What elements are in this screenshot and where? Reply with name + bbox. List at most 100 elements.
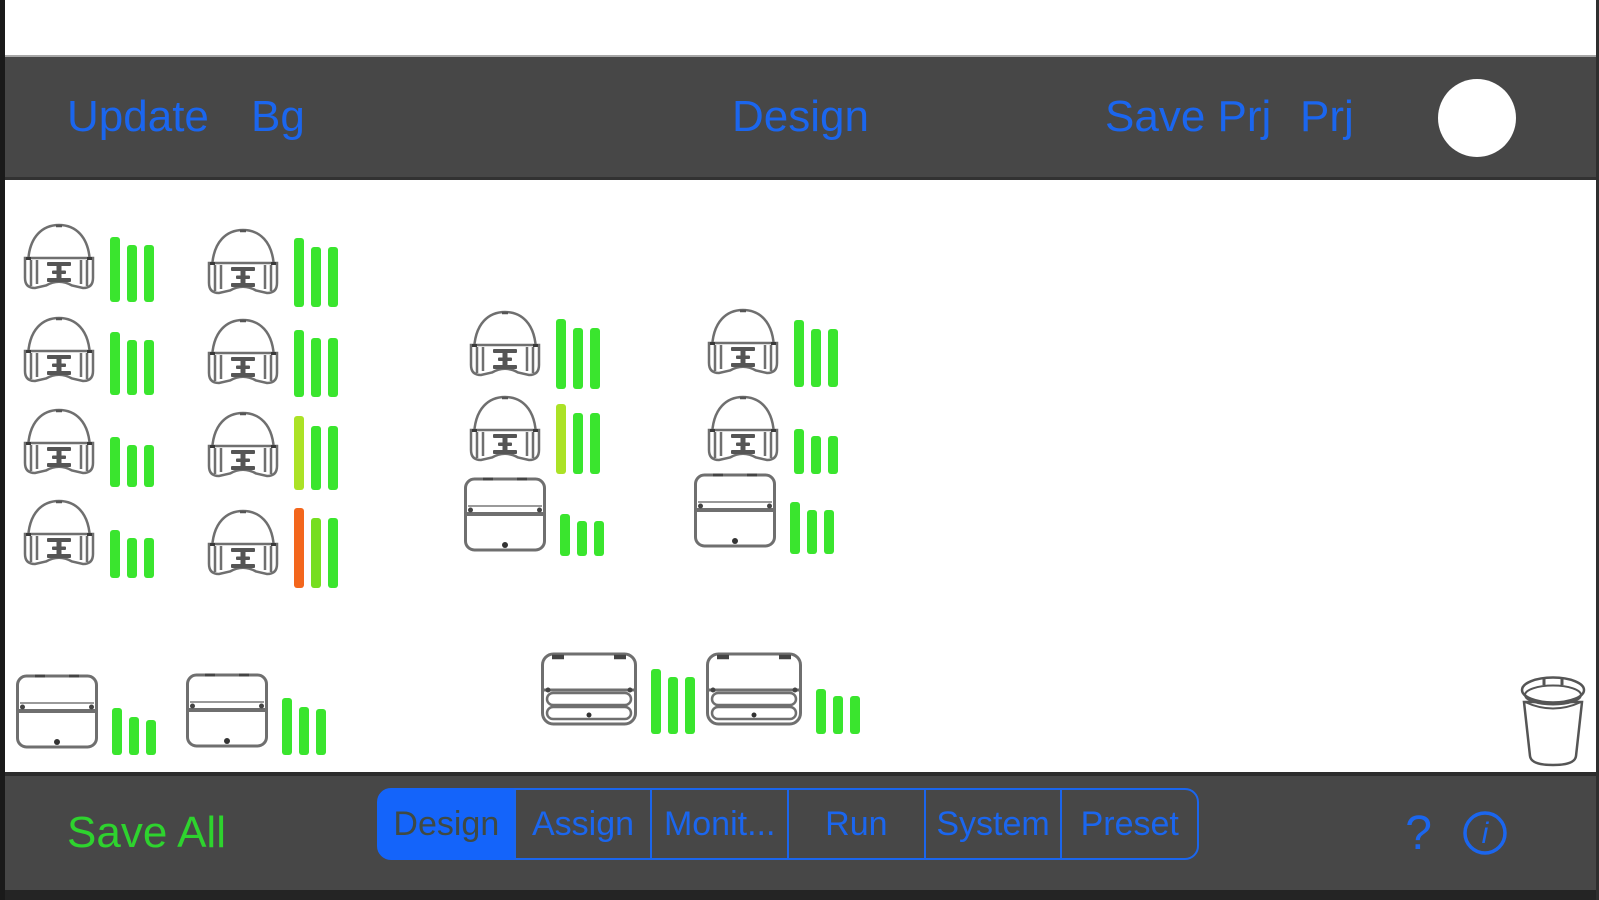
signal-bar <box>146 720 156 755</box>
device-robot[interactable] <box>21 498 154 578</box>
robot-icon <box>467 394 543 466</box>
signal-bar <box>282 698 292 755</box>
signal-bar <box>560 514 570 556</box>
tab-system[interactable]: System <box>923 788 1063 860</box>
signal-bar <box>127 445 137 487</box>
signal-bars <box>110 530 154 578</box>
signal-bar <box>790 502 800 554</box>
device-robot[interactable] <box>467 309 600 389</box>
signal-bars <box>556 319 600 389</box>
signal-bars <box>110 332 154 395</box>
signal-bars <box>816 689 860 734</box>
signal-bar <box>328 426 338 490</box>
signal-bars <box>794 429 838 474</box>
update-button[interactable]: Update <box>67 92 209 141</box>
device-dock[interactable] <box>185 668 326 755</box>
device-dock[interactable] <box>15 670 156 755</box>
signal-bar <box>110 237 120 302</box>
robot-icon <box>21 222 97 294</box>
robot-icon <box>467 309 543 381</box>
device-widedock[interactable] <box>540 648 695 734</box>
robot-icon <box>205 317 281 389</box>
signal-bar <box>833 696 843 734</box>
signal-bar <box>127 340 137 395</box>
tab-design[interactable]: Design <box>377 788 516 860</box>
signal-bars <box>112 708 156 755</box>
tab-run[interactable]: Run <box>787 788 926 860</box>
status-strip <box>5 0 1596 57</box>
tab-preset[interactable]: Preset <box>1060 788 1200 860</box>
signal-bar <box>129 717 139 755</box>
design-canvas[interactable] <box>5 180 1596 772</box>
signal-bars <box>294 238 338 307</box>
device-robot[interactable] <box>705 307 838 387</box>
signal-bar <box>144 245 154 302</box>
signal-bar <box>328 247 338 307</box>
device-dock[interactable] <box>463 474 604 556</box>
dock-icon <box>693 470 777 550</box>
trash-icon[interactable] <box>1513 672 1593 773</box>
signal-bar <box>590 328 600 389</box>
dock-icon <box>15 670 99 752</box>
robot-icon <box>21 498 97 570</box>
info-icon[interactable]: i <box>1462 810 1508 856</box>
signal-bar <box>311 247 321 307</box>
tab-assign[interactable]: Assign <box>513 788 653 860</box>
device-robot[interactable] <box>205 500 338 588</box>
signal-bars <box>110 437 154 487</box>
widedock-icon <box>705 648 803 730</box>
signal-bars <box>556 404 600 474</box>
signal-bar <box>811 329 821 387</box>
signal-bars <box>110 237 154 302</box>
signal-bar <box>573 413 583 474</box>
prj-button[interactable]: Prj <box>1300 92 1354 141</box>
signal-bar <box>112 708 122 755</box>
top-toolbar: Update Bg Design Save Prj Prj <box>5 57 1596 180</box>
signal-bar <box>577 521 587 556</box>
device-dock[interactable] <box>693 470 834 554</box>
save-prj-button[interactable]: Save Prj <box>1105 92 1272 141</box>
device-robot[interactable] <box>205 227 338 307</box>
svg-text:i: i <box>1482 817 1490 850</box>
device-robot[interactable] <box>21 315 154 395</box>
device-robot[interactable] <box>205 408 338 490</box>
signal-bar <box>299 707 309 755</box>
device-robot[interactable] <box>21 222 154 302</box>
signal-bar <box>110 530 120 578</box>
device-robot[interactable] <box>21 407 154 487</box>
device-widedock[interactable] <box>705 648 860 734</box>
signal-bars <box>790 502 834 554</box>
signal-bar <box>811 436 821 474</box>
signal-bars <box>794 320 838 387</box>
widedock-icon <box>540 648 638 730</box>
signal-bar <box>328 518 338 588</box>
signal-bar <box>311 518 321 588</box>
device-robot[interactable] <box>705 394 838 474</box>
signal-bar <box>828 436 838 474</box>
signal-bars <box>294 416 338 490</box>
device-robot[interactable] <box>467 394 600 474</box>
signal-bar <box>556 404 566 474</box>
save-all-button[interactable]: Save All <box>67 808 226 857</box>
signal-bar <box>794 320 804 387</box>
signal-bars <box>651 669 695 734</box>
help-icon[interactable]: ? <box>1405 806 1432 860</box>
signal-bar <box>144 445 154 487</box>
signal-bars <box>282 698 326 755</box>
robot-icon <box>205 508 281 580</box>
robot-icon <box>205 227 281 299</box>
signal-bar <box>828 329 838 387</box>
device-robot[interactable] <box>205 317 338 397</box>
signal-bar <box>328 338 338 397</box>
signal-bar <box>668 677 678 734</box>
signal-bars <box>560 514 604 556</box>
bg-button[interactable]: Bg <box>251 92 305 141</box>
robot-icon <box>705 307 781 379</box>
white-circle-button[interactable] <box>1438 79 1516 157</box>
signal-bar <box>816 689 826 734</box>
signal-bar <box>824 510 834 554</box>
tab-monit[interactable]: Monit... <box>650 788 790 860</box>
